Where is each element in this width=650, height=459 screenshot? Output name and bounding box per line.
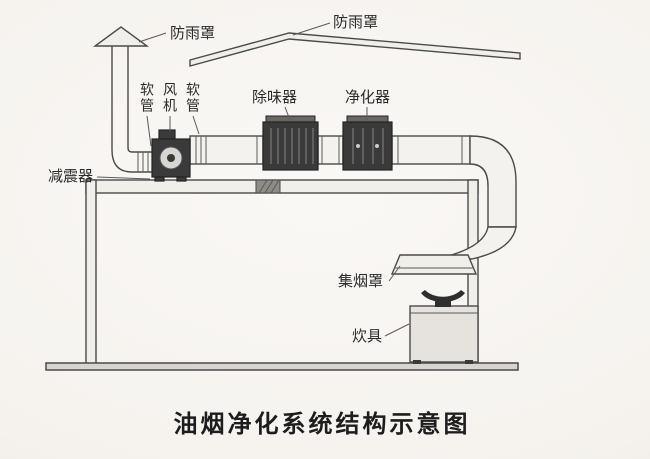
duct-downcomer: [443, 135, 517, 260]
damper-label: 减震器: [48, 168, 93, 185]
roof-hatch: [255, 179, 281, 194]
flex-duct-right: [195, 136, 207, 164]
rain-cap: [92, 26, 150, 47]
purifier-unit: [342, 115, 393, 171]
rain-cover-large: [189, 32, 521, 67]
rain-cover-label: 防雨罩: [333, 14, 378, 31]
stove-cabinet: [409, 305, 479, 363]
fan-unit: [151, 129, 191, 182]
purifier-handle-right: [375, 144, 379, 148]
diagram-title: 油烟净化系统结构示意图: [174, 410, 471, 438]
smoke-hood-label: 集烟罩: [338, 273, 383, 290]
ground-line: [45, 362, 519, 371]
rain-cap-label: 防雨罩: [170, 25, 215, 42]
fan-hub: [167, 154, 175, 162]
stove: [409, 290, 479, 364]
stove-foot-right: [465, 360, 473, 364]
deodorizer-louvers: [270, 128, 314, 164]
fan-motor: [158, 129, 176, 140]
deodorizer-box: [262, 121, 319, 171]
leader-lines: [96, 22, 410, 337]
duct-flanges: [256, 136, 463, 164]
smoke-hood: [390, 254, 478, 275]
purifier-label: 净化器: [345, 89, 390, 106]
deodorizer-unit: [262, 115, 319, 171]
damper-foot-left: [154, 176, 165, 182]
smoke-hood-body: [390, 254, 478, 275]
deodorizer-label: 除味器: [252, 89, 297, 106]
cooker-label: 炊具: [352, 328, 382, 345]
purifier-panels: [352, 128, 384, 164]
stove-foot-left: [413, 360, 421, 364]
building-left-wall: [85, 179, 97, 365]
fan-label: 风机: [162, 82, 178, 114]
soft-duct-right-label: 软管: [185, 82, 201, 114]
duct-segment-purifier-to-elbow: [391, 135, 471, 165]
duct-funnel-to-hood: [443, 226, 517, 260]
wok: [421, 290, 465, 302]
chimney: [92, 26, 152, 173]
burner-base: [435, 300, 451, 307]
purifier-box: [342, 121, 393, 171]
building-roof-slab: [85, 179, 479, 194]
purifier-handle-left: [356, 144, 360, 148]
soft-duct-left-label: 软管: [139, 82, 155, 114]
rooftop-duct: [137, 135, 471, 172]
damper-foot-right: [176, 176, 187, 182]
flex-duct-left: [137, 152, 149, 172]
